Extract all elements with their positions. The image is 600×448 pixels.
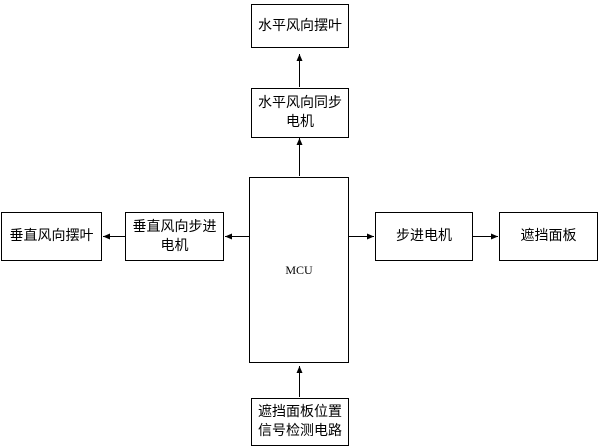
horizontal-louver-box: 水平风向摆叶 (251, 4, 349, 48)
vertical-stepper-motor-label: 垂直风向步进电机 (132, 218, 217, 254)
vertical-louver-box: 垂直风向摆叶 (1, 212, 102, 261)
position-detection-circuit-box: 遮挡面板位置信号检测电路 (251, 398, 349, 446)
mcu-label: MCU (285, 262, 313, 277)
horizontal-sync-motor-label: 水平风向同步电机 (258, 95, 342, 130)
shield-panel-box: 遮挡面板 (499, 212, 598, 261)
shield-panel-label: 遮挡面板 (520, 228, 577, 244)
vertical-louver-label: 垂直风向摆叶 (9, 228, 94, 244)
vertical-stepper-motor-box: 垂直风向步进电机 (125, 212, 224, 261)
stepper-motor-box: 步进电机 (375, 212, 473, 261)
horizontal-sync-motor-box: 水平风向同步电机 (251, 88, 349, 138)
stepper-motor-label: 步进电机 (396, 228, 452, 244)
mcu-box: MCU (249, 177, 349, 363)
horizontal-louver-label: 水平风向摆叶 (258, 17, 342, 34)
position-detection-circuit-label: 遮挡面板位置信号检测电路 (258, 404, 342, 439)
